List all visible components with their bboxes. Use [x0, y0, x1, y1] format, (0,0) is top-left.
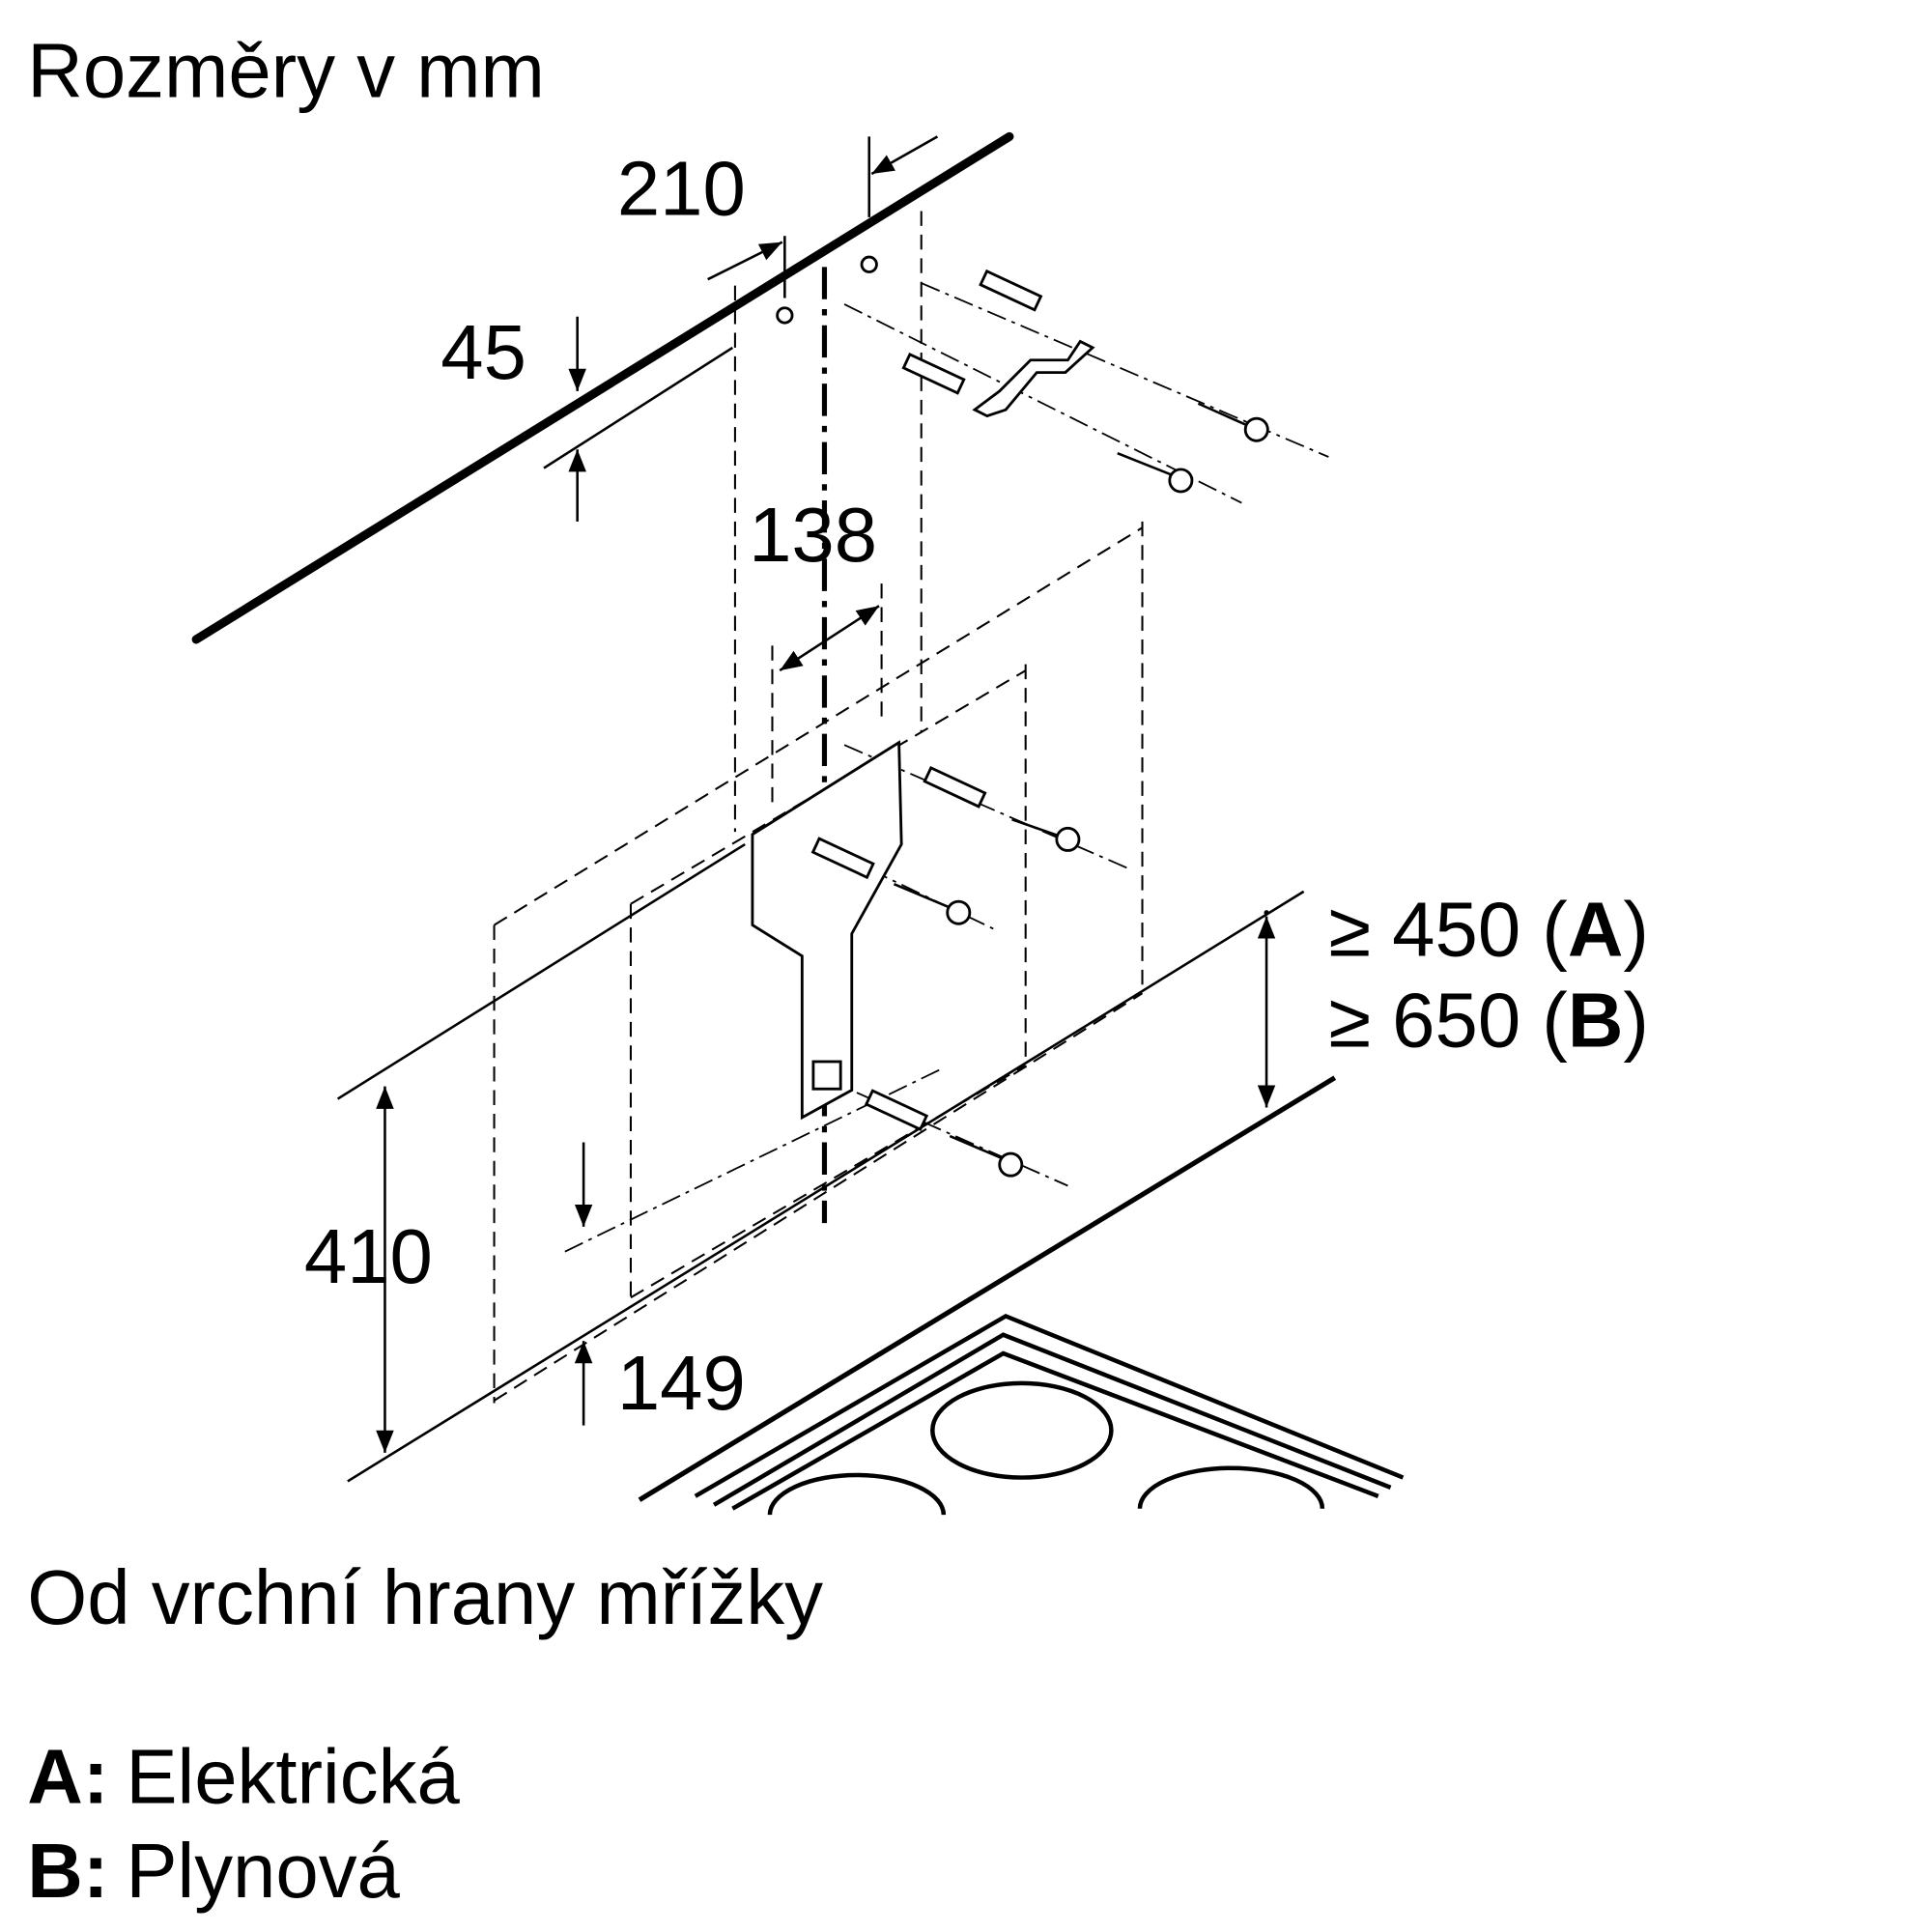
- fixings: [776, 255, 1269, 1178]
- title: Rozměry v mm: [27, 27, 545, 113]
- svg-text:≥ 650 (B): ≥ 650 (B): [1328, 978, 1649, 1064]
- dimension-149: 149: [574, 1142, 746, 1426]
- dimension-210: 210: [617, 135, 939, 298]
- wall-bracket: [751, 740, 903, 1121]
- svg-text:138: 138: [749, 492, 877, 578]
- reference-line-top: [336, 842, 746, 1100]
- hob: [638, 910, 1405, 1516]
- svg-text:210: 210: [617, 145, 746, 231]
- svg-text:45: 45: [440, 309, 526, 395]
- svg-text:A:Elektrická: A:Elektrická: [27, 1733, 460, 1819]
- svg-text:B:Plynová: B:Plynová: [27, 1828, 400, 1914]
- guide-lines: [493, 211, 1329, 1404]
- legend: A:Elektrická B:Plynová: [27, 1733, 460, 1914]
- dimension-410: 410: [304, 1086, 433, 1453]
- bracket-tab: [811, 1060, 842, 1091]
- reference-line-bottom: [347, 890, 1305, 1483]
- dimension-138: 138: [749, 492, 880, 672]
- ceiling-line: [191, 131, 1014, 644]
- svg-text:149: 149: [617, 1340, 746, 1426]
- svg-text:410: 410: [304, 1213, 433, 1299]
- svg-text:≥ 450 (A): ≥ 450 (A): [1328, 887, 1649, 973]
- note: Od vrchní hrany mřížky: [27, 1554, 823, 1640]
- dimension-clearance: ≥ 450 (A) ≥ 650 (B): [1257, 887, 1649, 1108]
- dimension-45: 45: [440, 309, 734, 522]
